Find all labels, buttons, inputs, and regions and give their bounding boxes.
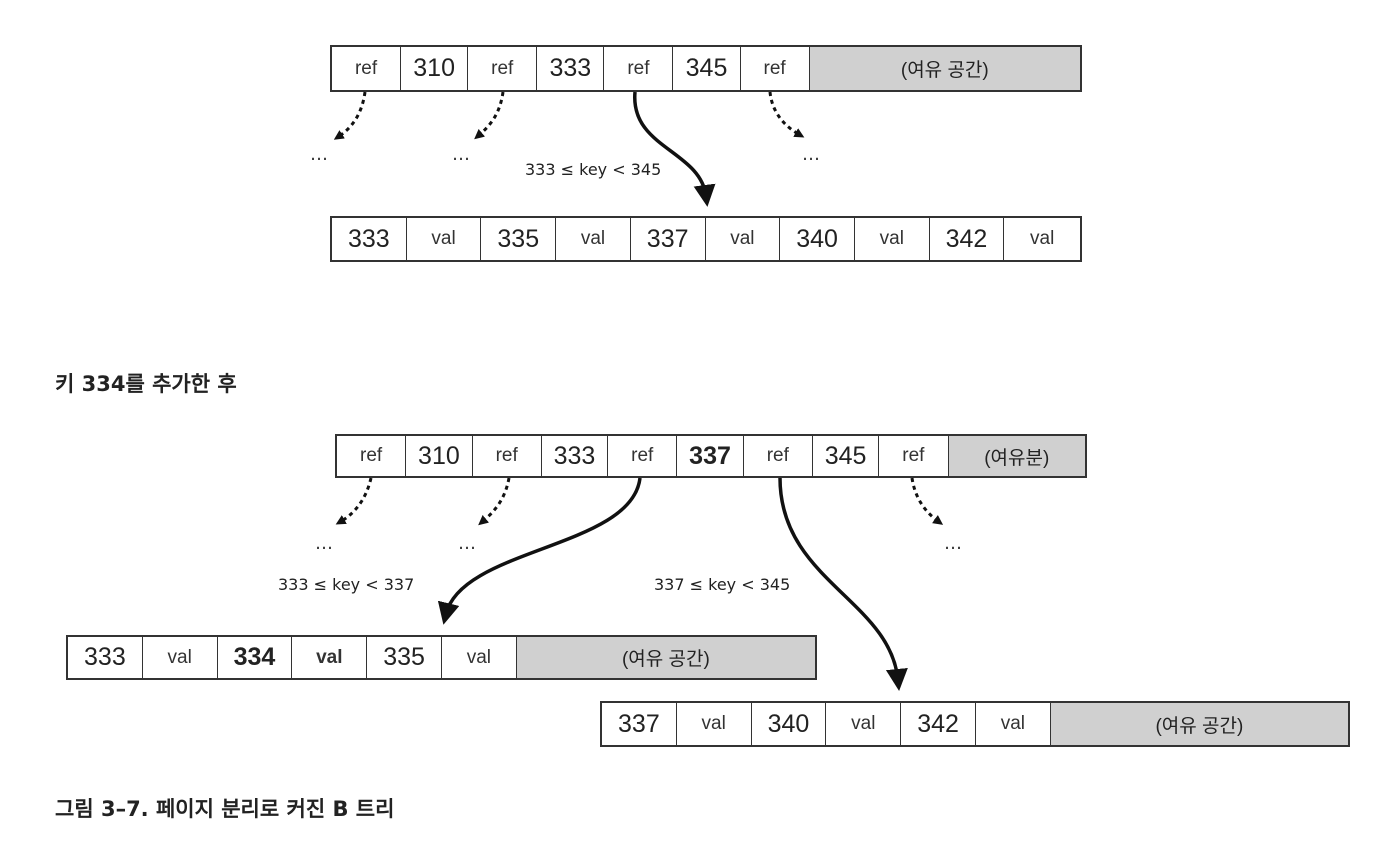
bottom-right-child-cell-1: val — [677, 703, 752, 745]
dotted-arrow-bottom-1 — [335, 477, 373, 525]
ellipsis-top-3: … — [802, 144, 821, 165]
top-child-cell-0: 333 — [332, 218, 407, 260]
bottom-left-child-cell-1: val — [143, 637, 218, 678]
bottom-right-child-cell-2: 340 — [752, 703, 827, 745]
top-child-cell-2: 335 — [481, 218, 557, 260]
ellipsis-bottom-2: … — [458, 533, 477, 554]
bottom-parent-cell-6: ref — [744, 436, 813, 476]
top-parent-cell-6: ref — [741, 47, 810, 90]
bottom-right-child-cell-3: val — [826, 703, 902, 745]
range-label-top: 333 ≤ key < 345 — [525, 160, 662, 179]
bottom-right-child-cell-5: val — [976, 703, 1051, 745]
top-parent-cell-7: (여유 공간) — [809, 47, 1080, 90]
bottom-parent-cell-1: 310 — [406, 436, 473, 476]
bottom-parent-cell-9: (여유분) — [948, 436, 1086, 476]
top-parent-cell-0: ref — [332, 47, 402, 90]
bottom-left-child-cell-6: (여유 공간) — [516, 637, 815, 678]
bottom-parent-cell-8: ref — [879, 436, 949, 476]
bottom-left-child-cell-5: val — [442, 637, 517, 678]
top-child-cell-7: val — [855, 218, 930, 260]
top-child-cell-6: 340 — [780, 218, 855, 260]
solid-arrow-to-right-leaf — [778, 477, 908, 691]
top-child-cell-4: 337 — [631, 218, 706, 260]
top-child-cell-9: val — [1030, 228, 1055, 249]
dotted-arrow-bottom-3 — [910, 477, 944, 525]
bottom-parent-cell-0: ref — [337, 436, 407, 476]
top-child-cell-3: val — [556, 218, 631, 260]
dotted-arrow-top-1 — [333, 91, 367, 140]
figure-caption: 그림 3–7. 페이지 분리로 커진 B 트리 — [55, 797, 395, 821]
ellipsis-bottom-3: … — [944, 533, 963, 554]
range-label-right: 337 ≤ key < 345 — [654, 575, 791, 594]
bottom-parent-cell-5: 337 — [677, 436, 744, 476]
ellipsis-top-1: … — [310, 144, 329, 165]
bottom-left-child-cell-3: val — [292, 637, 368, 678]
top-parent-cell-1: 310 — [401, 47, 469, 90]
bottom-right-child-cell-0: 337 — [602, 703, 677, 745]
top-parent-cell-4: ref — [604, 47, 674, 90]
bottom-right-child-cell-4: 342 — [901, 703, 976, 745]
bottom-parent-cell-4: ref — [608, 436, 678, 476]
bottom-left-child-cell-4: 335 — [367, 637, 442, 678]
top-parent-cell-5: 345 — [673, 47, 741, 90]
bottom-parent-cell-7: 345 — [813, 436, 880, 476]
solid-arrow-top — [633, 91, 716, 207]
dotted-arrow-top-3 — [768, 91, 805, 138]
bottom-right-child-cell-6: (여유 공간) — [1050, 703, 1348, 745]
section-heading: 키 334를 추가한 후 — [55, 372, 237, 396]
top-parent-cell-3: 333 — [537, 47, 605, 90]
dotted-arrow-bottom-2 — [478, 477, 511, 526]
bottom-left-child-cell-2: 334 — [218, 637, 293, 678]
ellipsis-bottom-1: … — [315, 533, 334, 554]
bottom-parent-cell-2: ref — [473, 436, 542, 476]
ellipsis-top-2: … — [452, 144, 471, 165]
bottom-left-child-cell-0: 333 — [68, 637, 143, 678]
bottom-parent-cell-3: 333 — [542, 436, 609, 476]
solid-arrow-to-left-leaf — [437, 477, 642, 625]
top-child-cell-1: val — [407, 218, 482, 260]
range-label-left: 333 ≤ key < 337 — [278, 575, 415, 594]
top-parent-cell-2: ref — [468, 47, 538, 90]
top-child-cell-8: 342 — [930, 218, 1005, 260]
dotted-arrow-top-2 — [474, 91, 505, 140]
top-child-cell-5: val — [706, 218, 781, 260]
